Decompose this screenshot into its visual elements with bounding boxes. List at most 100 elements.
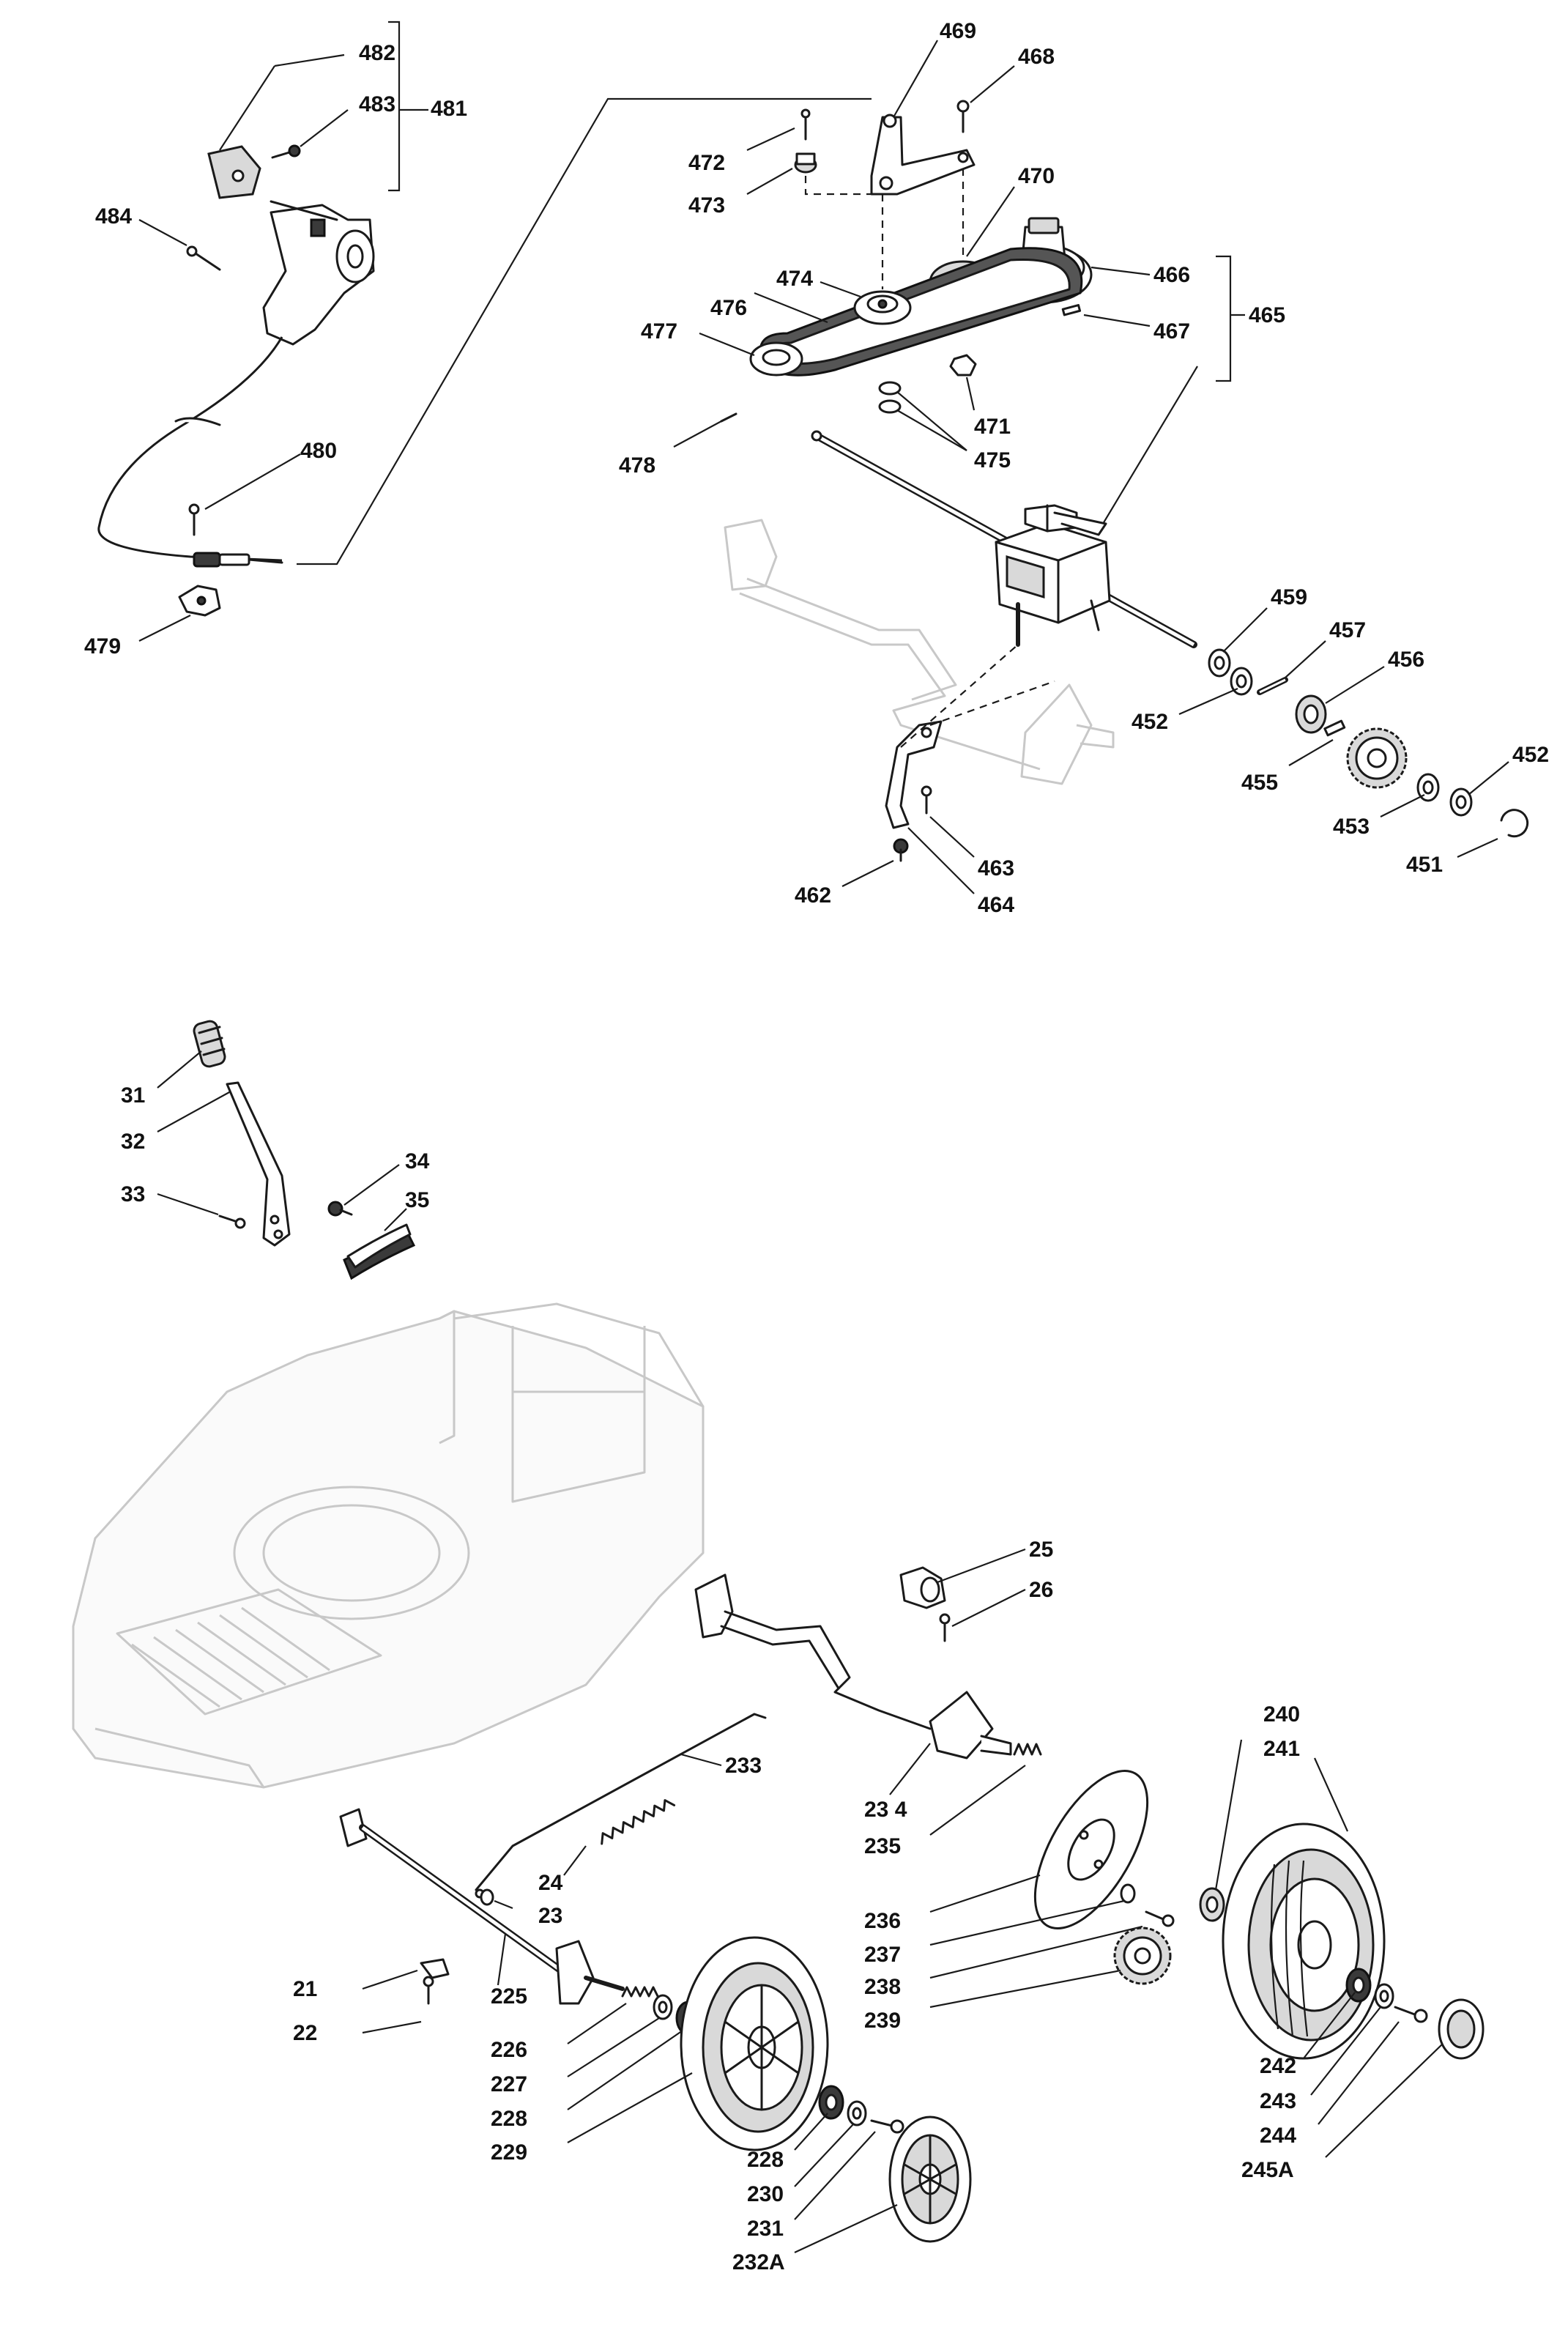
label-465: 465	[1249, 303, 1285, 327]
label-474: 474	[776, 267, 813, 291]
cable-end-fitting	[193, 552, 283, 568]
label-237: 237	[864, 1943, 901, 1967]
label-468: 468	[1018, 45, 1055, 69]
label-231: 231	[747, 2217, 784, 2241]
label-452a: 452	[1132, 710, 1168, 734]
part-25-bracket	[899, 1566, 946, 1609]
part-241-rear-wheel	[1222, 1823, 1386, 2060]
part-463-screw	[921, 785, 932, 815]
label-477: 477	[641, 319, 677, 344]
label-476: 476	[710, 296, 747, 320]
part-477-small-pulley	[749, 341, 803, 377]
drive-pinion-gear	[1346, 727, 1408, 789]
mower-deck-ghost	[72, 1302, 705, 1789]
part-478-key	[720, 412, 737, 423]
part-452-washer-b	[1449, 787, 1473, 817]
part-31-grip	[193, 1020, 226, 1068]
label-484: 484	[95, 204, 132, 229]
part-225-front-axle	[339, 1808, 625, 2005]
part-457-pin	[1257, 677, 1288, 695]
label-245A: 245A	[1241, 2158, 1294, 2182]
label-473: 473	[688, 193, 725, 218]
part-475-washers	[878, 381, 902, 414]
label-23: 23	[538, 1904, 562, 1928]
label-464: 464	[978, 893, 1014, 917]
label-35: 35	[405, 1188, 429, 1212]
part-451-circlip	[1500, 809, 1529, 838]
part-240-bushing	[1199, 1887, 1225, 1922]
part-455-key	[1323, 719, 1346, 737]
label-22: 22	[293, 2021, 317, 2045]
part-232A-hubcap	[888, 2116, 972, 2243]
label-239: 239	[864, 2009, 901, 2033]
label-466: 466	[1153, 263, 1190, 287]
part-242-bearing	[1345, 1968, 1372, 2003]
part-473-nut	[794, 152, 817, 174]
label-233: 233	[725, 1754, 762, 1778]
part-22-screw	[423, 1976, 434, 2005]
part-484-pin	[186, 245, 221, 271]
label-230: 230	[747, 2182, 784, 2206]
label-31: 31	[121, 1083, 145, 1108]
part-237-washer	[1120, 1883, 1136, 1904]
label-463: 463	[978, 856, 1014, 880]
label-452b: 452	[1512, 743, 1549, 767]
part-33-bolt	[218, 1215, 246, 1229]
gearbox-housing	[995, 504, 1111, 647]
label-228a: 228	[491, 2107, 527, 2131]
height-adjust-frame-ghost	[724, 519, 1115, 785]
label-467: 467	[1153, 319, 1190, 344]
part-235-spring	[1013, 1743, 1042, 1756]
label-475: 475	[974, 448, 1011, 472]
transmission-assembly	[673, 40, 1529, 894]
label-225: 225	[491, 1984, 527, 2009]
label-478: 478	[619, 453, 655, 478]
height-lever-assembly	[157, 1020, 416, 1280]
label-469: 469	[940, 19, 976, 43]
part-226-spring	[621, 1986, 659, 1998]
part-234-rear-frame	[694, 1573, 1012, 1760]
part-228-bearing-b	[818, 2085, 844, 2120]
part-480-screw	[188, 503, 200, 536]
control-lever-body	[262, 200, 375, 346]
part-24-spring	[601, 1799, 676, 1845]
label-238: 238	[864, 1975, 901, 1999]
label-244: 244	[1260, 2124, 1296, 2148]
label-226: 226	[491, 2038, 527, 2062]
label-232A: 232A	[732, 2250, 785, 2274]
label-453: 453	[1333, 815, 1370, 839]
label-234: 23 4	[864, 1798, 907, 1822]
label-32: 32	[121, 1130, 145, 1154]
label-455: 455	[1241, 771, 1278, 795]
label-459: 459	[1271, 585, 1307, 609]
label-471: 471	[974, 415, 1011, 439]
front-axle-group	[339, 1713, 972, 2253]
part-462-bolt	[893, 838, 909, 862]
part-34-screw	[327, 1201, 353, 1217]
label-236: 236	[864, 1909, 901, 1933]
part-230-washer	[847, 2100, 867, 2126]
part-23-washer	[480, 1888, 494, 1906]
part-32-lever-rod	[226, 1081, 291, 1247]
part-472-pin	[800, 108, 811, 141]
part-452-washer-a	[1230, 667, 1253, 696]
part-464-support-bracket	[885, 720, 943, 829]
label-480: 480	[300, 439, 337, 463]
part-236-wheel-disc	[1033, 1770, 1149, 1929]
part-229-front-wheel	[680, 1936, 829, 2151]
label-481: 481	[431, 97, 467, 121]
part-456-bushing	[1295, 694, 1327, 734]
label-241: 241	[1263, 1737, 1300, 1761]
rear-wheel-group	[1199, 1739, 1485, 2158]
label-34: 34	[405, 1149, 430, 1173]
label-229: 229	[491, 2140, 527, 2165]
label-470: 470	[1018, 164, 1055, 188]
part-453-washer	[1416, 773, 1440, 802]
part-244-bolt	[1394, 2006, 1428, 2023]
part-467-key	[1061, 304, 1082, 316]
part-459-washer	[1208, 648, 1231, 678]
label-242: 242	[1260, 2054, 1296, 2078]
control-lever-assembly	[97, 21, 872, 642]
part-468-screw	[956, 100, 970, 133]
